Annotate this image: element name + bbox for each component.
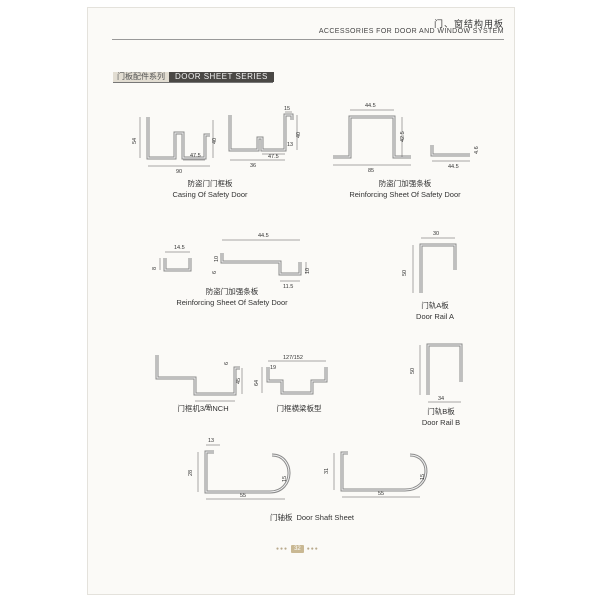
dim-label: 28 xyxy=(188,470,194,476)
caption-reinforcing-2: 防盗门加强条板 Reinforcing Sheet Of Safety Door xyxy=(172,286,292,308)
dim-label: 19 xyxy=(270,365,276,371)
caption-en: Casing Of Safety Door xyxy=(172,190,248,199)
dim-label: 47.5 xyxy=(190,153,201,159)
profile-frame-crossbeam: 127/152 19 64 xyxy=(254,355,328,395)
profile-reinforcing-sheet-hat: 44.5 42.5 85 44.5 4.6 xyxy=(333,103,480,174)
catalog-page xyxy=(88,8,514,594)
dim-label: 30 xyxy=(433,231,439,237)
caption-en: Reinforcing Sheet Of Safety Door xyxy=(349,190,461,199)
dim-label: 40 xyxy=(212,138,218,144)
dim-label: 31 xyxy=(324,468,330,474)
dim-label: 54 xyxy=(132,138,138,144)
caption-cn: 门框横梁板型 xyxy=(276,404,322,413)
dim-label: 13 xyxy=(208,438,214,444)
caption-cn: 门轴板 xyxy=(269,513,293,522)
dim-label: 11.5 xyxy=(283,284,293,290)
profile-reinforcing-sheet-z: 14.5 8 44.5 10 6 11.5 10 xyxy=(152,233,311,290)
caption-cn: 防盗门加强条板 xyxy=(205,287,259,296)
dim-label: 44.5 xyxy=(448,164,459,170)
caption-reinforcing-1: 防盗门加强条板 Reinforcing Sheet Of Safety Door xyxy=(345,178,465,200)
caption-frame-3-4-inch: 门框机3/4INCH xyxy=(168,403,238,414)
dim-label: 90 xyxy=(176,169,182,175)
profile-door-shaft-sheet: 13 28 15 55 31 15 55 xyxy=(188,438,428,500)
caption-cn: 防盗门加强条板 xyxy=(378,179,432,188)
page-number: 32 xyxy=(291,545,304,553)
caption-cn: 门轨A板 xyxy=(421,301,449,310)
caption-casing: 防盗门门框板 Casing Of Safety Door xyxy=(170,178,250,200)
dim-label: 6 xyxy=(224,362,230,365)
dim-label: 15 xyxy=(282,476,288,482)
dim-label: 55 xyxy=(378,491,384,497)
dim-label: 34 xyxy=(438,396,444,402)
caption-en: Door Shaft Sheet xyxy=(296,513,355,522)
profile-door-rail-a: 30 50 xyxy=(402,231,457,293)
page-number-footer: ●●● 32 ●●● xyxy=(276,545,319,553)
dim-label: 50 xyxy=(410,368,416,374)
profile-door-rail-b: 50 34 xyxy=(410,343,463,403)
dim-label: 40 xyxy=(205,404,211,410)
caption-en: Door Rail A xyxy=(416,312,454,321)
dim-label: 42.5 xyxy=(400,131,406,142)
caption-en: Reinforcing Sheet Of Safety Door xyxy=(176,298,288,307)
header-divider xyxy=(112,39,504,40)
dim-label: 10 xyxy=(214,256,220,262)
caption-door-shaft: 门轴板 Door Shaft Sheet xyxy=(262,512,362,523)
dim-label: 47.5 xyxy=(268,154,279,160)
ornament-dots: ●●● xyxy=(276,546,289,552)
dim-label: 13 xyxy=(287,142,293,148)
section-divider xyxy=(113,82,273,83)
dim-label: 50 xyxy=(402,270,408,276)
dim-label: 45 xyxy=(236,378,242,384)
dim-label: 36 xyxy=(250,163,256,169)
caption-door-rail-a: 门轨A板 Door Rail A xyxy=(410,300,460,322)
dim-label: 10 xyxy=(305,268,311,274)
dim-label: 6 xyxy=(212,271,218,274)
dim-label: 4.6 xyxy=(474,146,480,154)
header-title-en: ACCESSORIES FOR DOOR AND WINDOW SYSTEM xyxy=(318,28,504,35)
section-label: 门板配件系列 DOOR SHEET SERIES xyxy=(113,72,274,82)
caption-en: Door Rail B xyxy=(421,418,461,427)
dim-label: 55 xyxy=(240,493,246,499)
dim-label: 44.5 xyxy=(365,103,376,109)
dim-label: 14.5 xyxy=(174,245,185,251)
caption-cn: 门框机3/4INCH xyxy=(177,404,229,413)
dim-label: 64 xyxy=(254,380,260,386)
section-label-en: DOOR SHEET SERIES xyxy=(169,72,274,82)
dim-label: 127/152 xyxy=(283,355,303,361)
dim-label: 15 xyxy=(420,474,426,480)
dim-label: 44.5 xyxy=(258,233,269,239)
profile-casing-of-safety-door: 54 15 40 47.5 90 36 40 47.5 13 xyxy=(132,106,302,175)
header-title-cn: 门、窗结构用板 xyxy=(433,19,504,29)
dim-label: 40 xyxy=(296,132,302,138)
caption-door-rail-b: 门轨B板 Door Rail B xyxy=(416,406,466,428)
dim-label: 85 xyxy=(368,168,374,174)
dim-label: 15 xyxy=(284,106,290,112)
caption-cn: 防盗门门框板 xyxy=(187,179,233,188)
caption-frame-crossbeam: 门框横梁板型 xyxy=(266,403,332,414)
caption-cn: 门轨B板 xyxy=(427,407,455,416)
profile-frame-3-4-inch: 6 45 40 xyxy=(155,355,243,410)
dim-label: 8 xyxy=(152,267,158,270)
section-label-cn: 门板配件系列 xyxy=(113,72,169,82)
ornament-dots: ●●● xyxy=(306,546,319,552)
